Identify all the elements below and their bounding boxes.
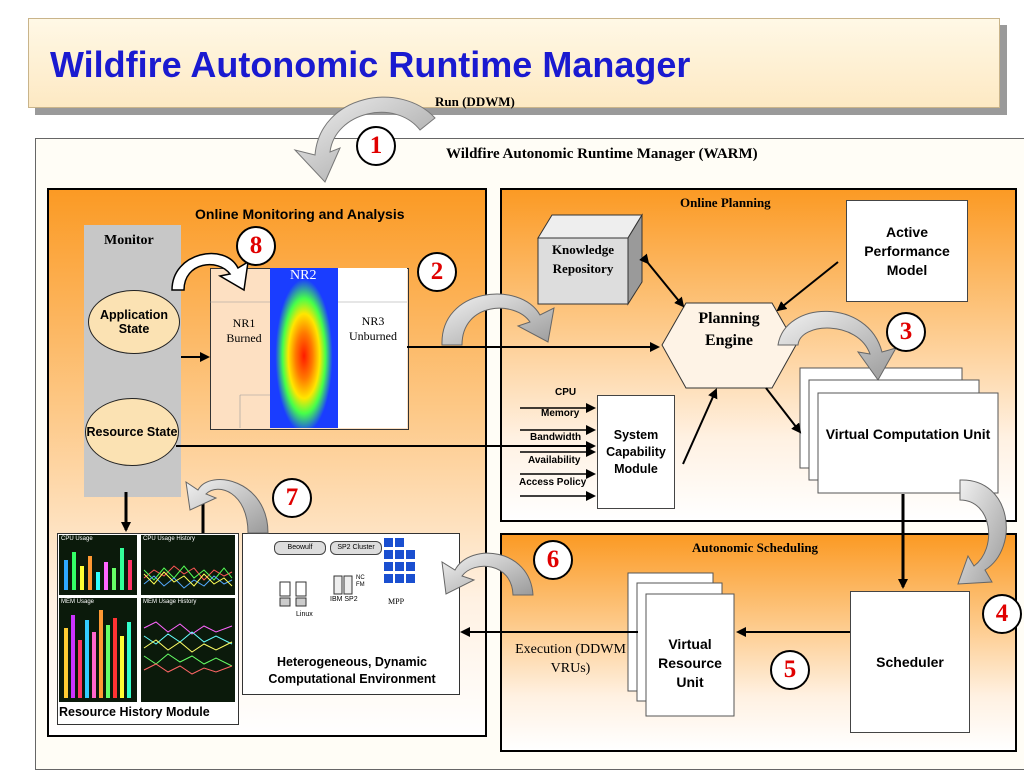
input-cpu: CPU — [555, 387, 577, 398]
mem-usage-caption: MEM Usage — [61, 599, 95, 605]
vru-stack — [627, 572, 735, 717]
linux-machines-icon — [279, 581, 307, 607]
curved-arrow-7 — [185, 479, 269, 534]
execution-label: Execution (DDWM VRUs) — [515, 642, 626, 676]
input-access-policy: Access Policy — [519, 477, 587, 488]
fire-heatmap — [270, 268, 338, 428]
cpu-usage-bars — [64, 548, 132, 590]
scheduling-title: Autonomic Scheduling — [692, 540, 819, 555]
system-capability-box: System Capability Module — [597, 395, 675, 509]
ibm-sp2-icon — [333, 575, 353, 595]
curved-arrow-6 — [441, 552, 534, 596]
curved-arrow-2 — [441, 293, 555, 346]
mem-history-lines — [143, 621, 233, 675]
vcu-label: Virtual Computation Unit — [825, 426, 991, 442]
mpp-label: MPP — [388, 597, 405, 606]
ibm-label: IBM SP2 — [330, 596, 358, 603]
vcu-stack — [799, 367, 999, 494]
linux-label: Linux — [296, 611, 313, 618]
input-availability: Availability — [528, 455, 581, 466]
step-2: 2 — [417, 252, 457, 292]
step-6: 6 — [533, 540, 573, 580]
cpu-usage-caption: CPU Usage — [61, 536, 93, 542]
mpp-grid-icon — [384, 538, 415, 583]
sp2-cluster-node: SP2 Cluster — [330, 541, 382, 555]
title-banner — [28, 18, 1000, 108]
resource-state: Resource State — [85, 398, 179, 466]
step-4: 4 — [982, 594, 1022, 634]
input-memory: Memory — [541, 408, 580, 419]
application-state: Application State — [88, 290, 180, 354]
environment-box — [242, 533, 460, 695]
step-5: 5 — [770, 650, 810, 690]
run-label: Run (DDWM) — [435, 94, 515, 109]
cpu-history-caption: CPU Usage History — [143, 536, 196, 542]
performance-model-box: Active Performance Model — [846, 200, 968, 302]
knowledge-repository-cube — [537, 213, 643, 306]
nr3-label: NR3 Unburned — [349, 314, 397, 343]
input-bandwidth: Bandwidth — [530, 432, 582, 443]
step-7: 7 — [272, 478, 312, 518]
resource-history-label: Resource History Module — [59, 705, 210, 719]
nr2-label: NR2 — [290, 268, 317, 283]
unburned-region — [338, 268, 407, 428]
planning-title: Online Planning — [680, 195, 771, 210]
step-8: 8 — [236, 226, 276, 266]
beowulf-node: Beowulf — [274, 541, 326, 555]
scheduler-box: Scheduler — [850, 591, 970, 733]
ncfm-label: NC FM — [356, 575, 365, 588]
vru-label: Virtual Resource Unit — [658, 636, 722, 690]
warm-label: Wildfire Autonomic Runtime Manager (WARM… — [446, 146, 758, 162]
curved-arrow-1 — [293, 96, 436, 183]
step-3: 3 — [886, 312, 926, 352]
page-title: Wildfire Autonomic Runtime Manager — [50, 44, 691, 85]
knowledge-repository-label: Knowledge Repository — [551, 242, 615, 276]
monitoring-title: Online Monitoring and Analysis — [195, 206, 405, 222]
planning-engine-label: Planning Engine — [698, 310, 760, 349]
monitor-label: Monitor — [104, 233, 154, 248]
nr1-label: NR1 Burned — [226, 316, 262, 345]
curved-arrow-4 — [957, 479, 1007, 585]
mem-usage-bars — [64, 610, 131, 698]
cpu-history-lines — [143, 565, 233, 589]
step-1: 1 — [356, 126, 396, 166]
mem-history-panel — [141, 598, 235, 702]
curved-arrow-8 — [171, 252, 249, 292]
mem-history-caption: MEM Usage History — [143, 599, 197, 605]
environment-label: Heterogeneous, Dynamic Computational Env… — [268, 655, 436, 686]
